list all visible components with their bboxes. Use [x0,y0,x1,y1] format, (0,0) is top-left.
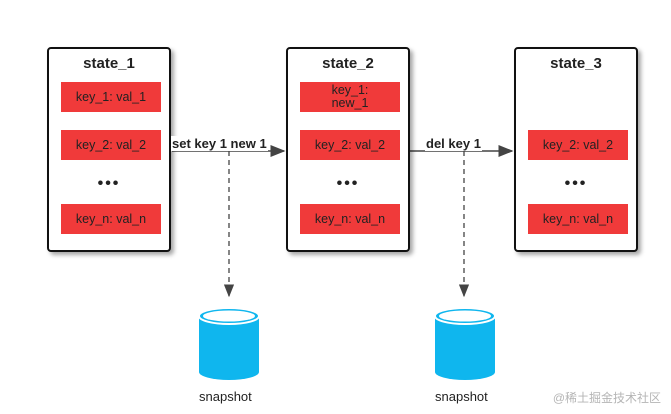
snapshot-label-1: snapshot [199,389,252,404]
state-title: state_2 [322,55,374,72]
key-value-box: key_1: val_1 [61,82,161,112]
snapshot-label-2: snapshot [435,389,488,404]
key-value-box: key_1: new_1 [300,82,400,112]
database-icon [434,307,496,380]
ellipsis: ••• [336,175,360,192]
state-box-2: state_2 key_1: new_1 key_2: val_2 ••• ke… [286,47,410,252]
state-title: state_3 [550,55,602,72]
key-value-box: key_2: val_2 [61,130,161,160]
ellipsis: ••• [564,175,588,192]
operation-label-del: del key 1 [425,136,482,151]
key-value-box: key_n: val_n [61,204,161,234]
database-icon [198,307,260,380]
key-value-box: key_2: val_2 [528,130,628,160]
key-value-box: key_2: val_2 [300,130,400,160]
ellipsis: ••• [97,175,121,192]
operation-label-set: set key 1 new 1 [171,136,268,151]
key-value-box: key_n: val_n [528,204,628,234]
state-title: state_1 [83,55,135,72]
key-value-box: key_n: val_n [300,204,400,234]
watermark: @稀土掘金技术社区 [552,391,661,405]
state-box-1: state_1 key_1: val_1 key_2: val_2 ••• ke… [47,47,171,252]
state-box-3: state_3 key_2: val_2 ••• key_n: val_n [514,47,638,252]
